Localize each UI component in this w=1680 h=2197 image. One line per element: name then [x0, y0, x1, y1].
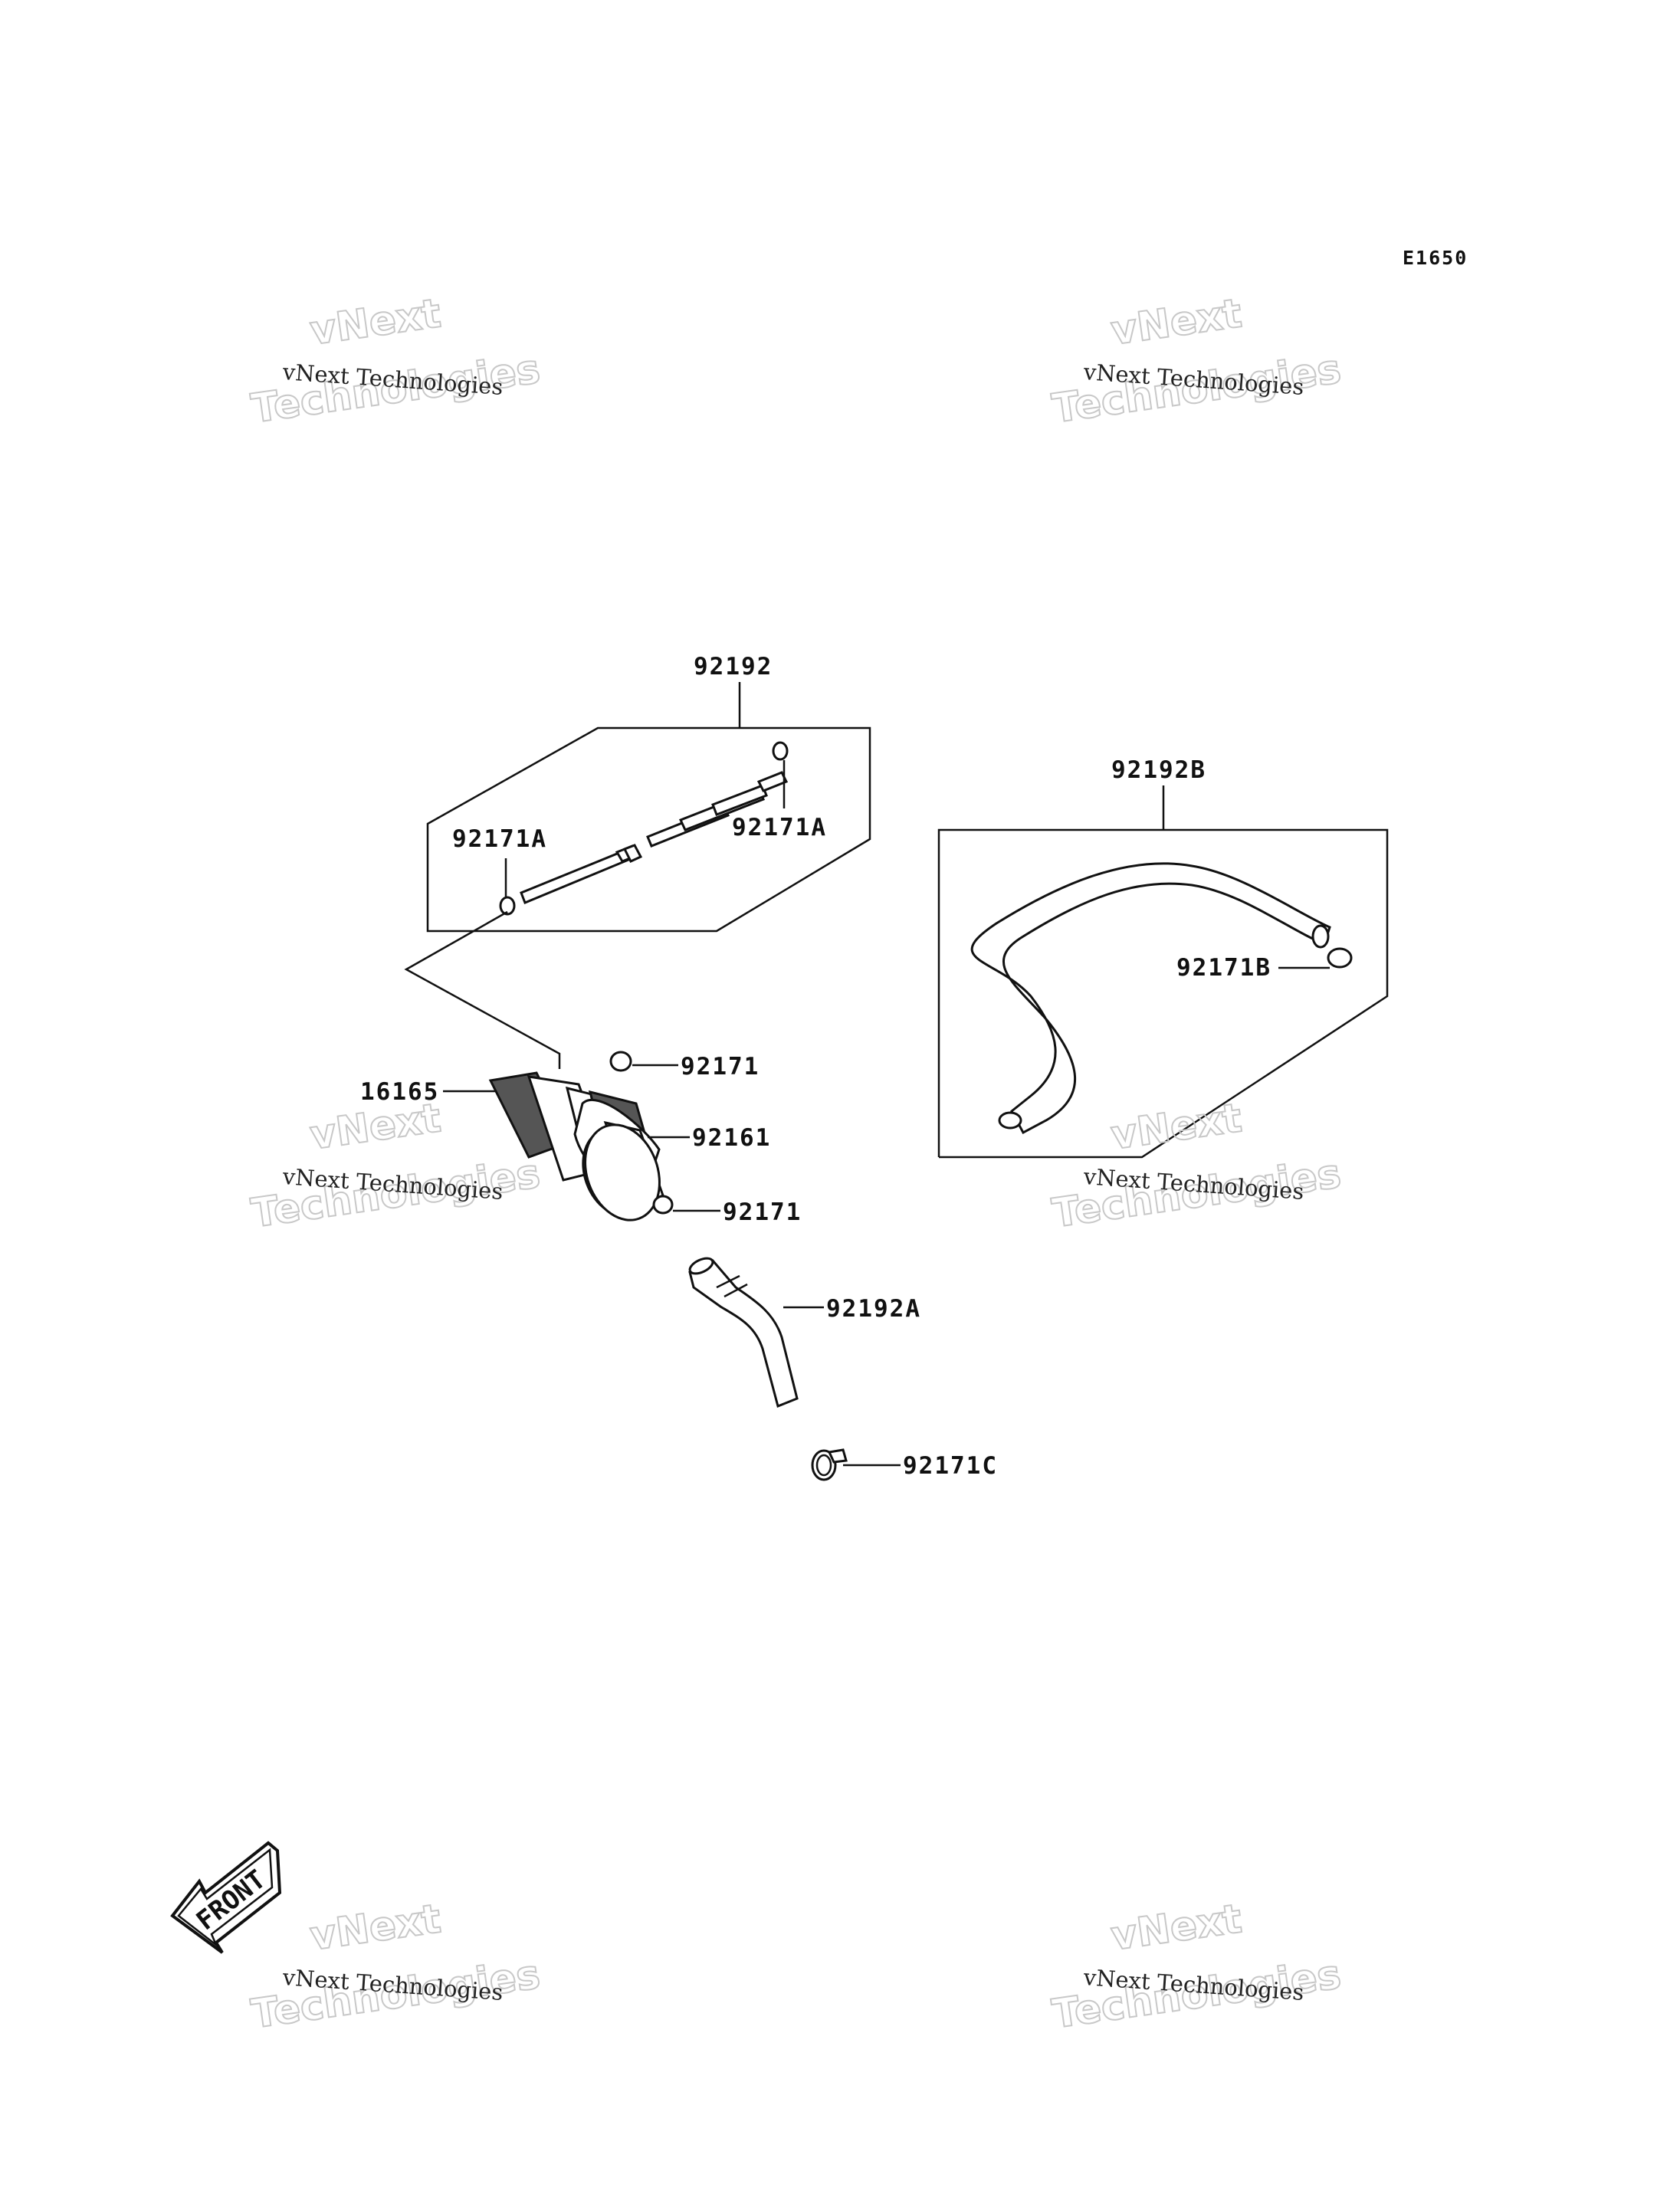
watermark-2: vNext Technologies vNext Technologies	[1048, 290, 1344, 433]
clamp-upper-group: 92171	[609, 1051, 760, 1080]
watermark-4: vNext Technologies vNext Technologies	[1048, 1094, 1344, 1238]
clamp-92171-lower	[652, 1195, 674, 1215]
hose-92192a-drawing	[688, 1259, 799, 1408]
clamp-lower-group: 92171	[652, 1195, 802, 1226]
label-92171a-right: 92171A	[732, 814, 827, 841]
clamp-92171a-right	[772, 741, 789, 761]
watermark-3: vNext Technologies vNext Technologies	[248, 1094, 543, 1238]
assembly-outline	[426, 726, 871, 933]
hose-92192-drawing	[520, 771, 789, 904]
hose-b-group: 92192B 92171B	[937, 756, 1389, 1159]
label-92171b: 92171B	[1176, 954, 1271, 982]
svg-text:vNext: vNext	[307, 1095, 444, 1159]
svg-text:vNext: vNext	[307, 290, 444, 354]
svg-text:vNext: vNext	[307, 1896, 444, 1959]
clamp-92171a-left	[499, 896, 516, 916]
diagram-code: E1650	[1403, 247, 1468, 269]
label-92171a-left: 92171A	[452, 825, 547, 853]
clamp-92171-upper	[609, 1051, 632, 1072]
hose-assembly-group: 92192 92171A 92171A	[426, 653, 871, 933]
svg-text:vNext: vNext	[1108, 290, 1245, 354]
hose-92192b-drawing	[970, 862, 1331, 1135]
label-16165: 16165	[360, 1078, 439, 1106]
svg-text:vNext: vNext	[1108, 1095, 1245, 1159]
clamp-92171b	[1327, 947, 1353, 969]
hose-a-group: 92192A	[688, 1257, 921, 1408]
watermark-1: vNext Technologies vNext Technologies	[248, 290, 543, 433]
label-92192: 92192	[694, 653, 773, 680]
watermark-6: vNext Technologies vNext Technologies	[1048, 1895, 1344, 2038]
front-label: FRONT	[191, 1864, 271, 1937]
front-arrow: FRONT	[170, 1841, 282, 1954]
label-92161: 92161	[692, 1124, 771, 1152]
label-92171c: 92171C	[903, 1452, 998, 1480]
label-92171-lower: 92171	[723, 1199, 802, 1226]
label-92192a: 92192A	[826, 1295, 921, 1323]
clamp-c-group: 92171C	[811, 1448, 998, 1481]
svg-text:vNext: vNext	[1108, 1896, 1245, 1959]
hose-b-outline	[937, 828, 1389, 1159]
label-92192b: 92192B	[1111, 756, 1206, 784]
label-92171-upper: 92171	[681, 1053, 760, 1080]
watermark-5: vNext Technologies vNext Technologies	[248, 1895, 543, 2038]
